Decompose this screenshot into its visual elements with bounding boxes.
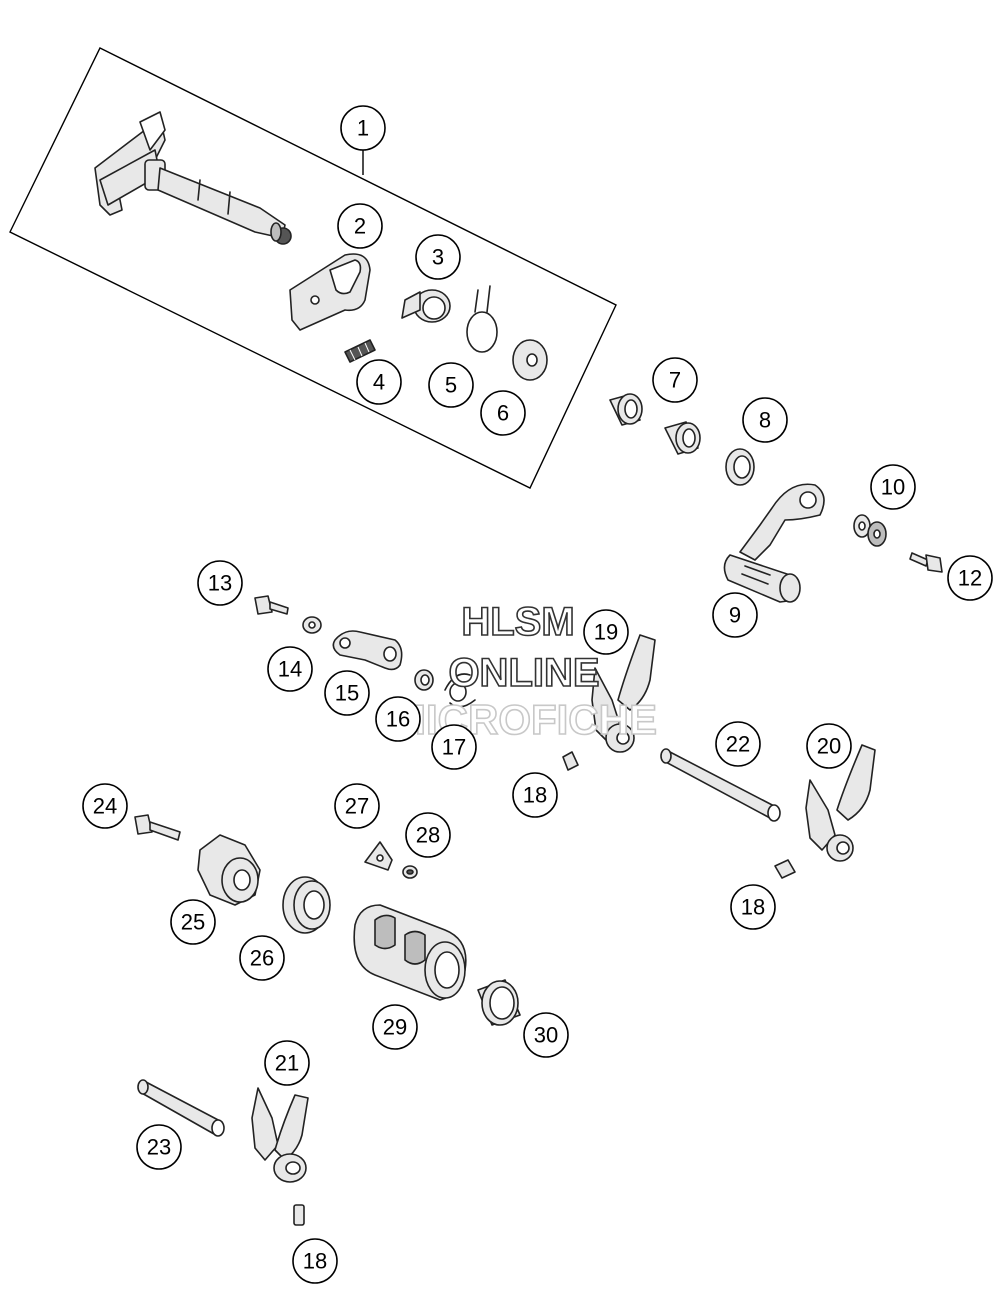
part-pin-upper[interactable] [562, 751, 579, 771]
callout-label: 15 [335, 681, 359, 706]
part-roller[interactable] [414, 669, 434, 691]
part-shift-lever[interactable] [723, 483, 825, 603]
callout-label: 12 [958, 566, 982, 591]
callout-27[interactable]: 27 [334, 783, 380, 829]
part-lock-washer[interactable] [853, 514, 887, 547]
part-locating-plate[interactable] [364, 841, 393, 871]
callout-label: 9 [729, 603, 741, 628]
part-clip[interactable] [401, 289, 451, 323]
callout-label: 26 [250, 946, 274, 971]
callout-label: 21 [275, 1051, 299, 1076]
part-spring-clip[interactable] [466, 285, 498, 353]
callout-label: 25 [181, 910, 205, 935]
callout-18-lower[interactable]: 18 [292, 1238, 338, 1284]
callout-8[interactable]: 8 [742, 397, 788, 443]
callout-label: 30 [534, 1023, 558, 1048]
part-washer-14[interactable] [302, 616, 322, 634]
callout-24[interactable]: 24 [82, 783, 128, 829]
part-shift-shaft[interactable] [94, 111, 292, 245]
callout-label: 18 [523, 783, 547, 808]
callout-23[interactable]: 23 [136, 1124, 182, 1170]
part-bolt-lever[interactable] [909, 552, 943, 573]
callout-label: 8 [759, 408, 771, 433]
callout-13[interactable]: 13 [197, 560, 243, 606]
callout-label: 29 [383, 1015, 407, 1040]
callout-label: 18 [741, 895, 765, 920]
callout-label: 14 [278, 657, 302, 682]
part-washer[interactable] [512, 339, 548, 381]
part-shift-rail-23[interactable] [137, 1079, 225, 1137]
callout-label: 5 [445, 373, 457, 398]
callout-30[interactable]: 30 [523, 1012, 569, 1058]
callout-label: 13 [208, 571, 232, 596]
callout-5[interactable]: 5 [428, 362, 474, 408]
part-shift-rail-22[interactable] [660, 748, 781, 822]
part-bearing[interactable] [282, 876, 331, 934]
callout-14[interactable]: 14 [267, 646, 313, 692]
callout-label: 27 [345, 794, 369, 819]
watermark-line1: HLSM [461, 600, 574, 644]
part-bolt-13[interactable] [254, 595, 289, 615]
callout-label: 20 [817, 734, 841, 759]
part-seal[interactable] [725, 448, 755, 486]
part-screw-28[interactable] [402, 865, 418, 879]
callout-28[interactable]: 28 [405, 812, 451, 858]
callout-12[interactable]: 12 [947, 555, 993, 601]
part-bushing-a[interactable] [609, 393, 643, 426]
callout-7[interactable]: 7 [652, 357, 698, 403]
callout-label: 17 [442, 735, 466, 760]
callout-label: 24 [93, 794, 117, 819]
part-spring-17[interactable] [444, 673, 476, 708]
callout-label: 6 [497, 401, 509, 426]
callout-16[interactable]: 16 [375, 696, 421, 742]
callout-label: 7 [669, 368, 681, 393]
callout-1[interactable]: 1 [340, 105, 386, 151]
part-bushing-b[interactable] [664, 421, 701, 455]
callout-18-upper[interactable]: 18 [512, 772, 558, 818]
callout-17[interactable]: 17 [431, 724, 477, 770]
callout-15[interactable]: 15 [324, 670, 370, 716]
callout-label: 2 [354, 214, 366, 239]
part-shift-drum[interactable] [353, 904, 467, 1001]
callout-26[interactable]: 26 [239, 935, 285, 981]
callout-4[interactable]: 4 [356, 359, 402, 405]
callout-label: 28 [416, 823, 440, 848]
callout-label: 10 [881, 475, 905, 500]
callout-22[interactable]: 22 [715, 721, 761, 767]
watermark-line3: MICROFICHE [391, 696, 657, 743]
callout-21[interactable]: 21 [264, 1040, 310, 1086]
part-locking-lever[interactable] [332, 630, 403, 671]
callout-9[interactable]: 9 [712, 592, 758, 638]
callout-20[interactable]: 20 [806, 723, 852, 769]
callout-label: 3 [432, 245, 444, 270]
part-pin-lower[interactable] [293, 1204, 305, 1226]
callout-label: 4 [373, 370, 385, 395]
part-shift-fork-19[interactable] [591, 634, 656, 753]
part-shift-fork-21[interactable] [251, 1087, 309, 1183]
callout-18-right[interactable]: 18 [730, 884, 776, 930]
callout-label: 1 [357, 116, 369, 141]
part-shift-fork-20[interactable] [805, 744, 876, 862]
callout-29[interactable]: 29 [372, 1004, 418, 1050]
callout-19[interactable]: 19 [583, 609, 629, 655]
callout-3[interactable]: 3 [415, 234, 461, 280]
watermark-line2: ONLINE [448, 651, 599, 695]
part-bolt-24[interactable] [134, 814, 181, 841]
callout-6[interactable]: 6 [480, 390, 526, 436]
part-shift-drum-locator[interactable] [197, 834, 261, 906]
callout-10[interactable]: 10 [870, 464, 916, 510]
callout-label: 23 [147, 1135, 171, 1160]
part-spring[interactable] [344, 339, 376, 363]
callout-25[interactable]: 25 [170, 899, 216, 945]
callout-label: 18 [303, 1249, 327, 1274]
part-plate[interactable] [289, 253, 371, 331]
callout-2[interactable]: 2 [337, 203, 383, 249]
part-bearing-sleeve[interactable] [477, 979, 521, 1026]
callout-label: 19 [594, 620, 618, 645]
callout-label: 22 [726, 732, 750, 757]
callout-label: 16 [386, 707, 410, 732]
assembly-group-frame [9, 47, 617, 489]
part-pin-right[interactable] [774, 859, 796, 879]
